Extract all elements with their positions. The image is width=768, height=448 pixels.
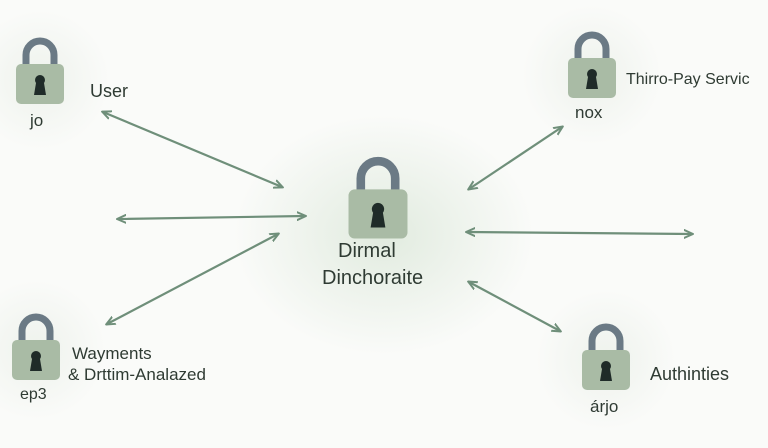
arrow-center-to-thirdparty: [469, 127, 562, 189]
padlock-icon: [580, 322, 632, 392]
node-sublabel-user: jo: [30, 111, 44, 130]
node-sublabel-payments: ep3: [20, 386, 47, 403]
center-node-subtitle: Dinchoraite: [322, 267, 424, 289]
padlock-icon: [14, 36, 66, 106]
arrow-center-to-right: [467, 232, 692, 234]
node-sublabel-thirdparty: nox: [575, 103, 603, 122]
node-label-authinties: Authinties: [650, 364, 730, 384]
arrow-center-to-authinties: [469, 282, 560, 331]
arrow-payments-to-center: [107, 234, 278, 324]
padlock-icon: [346, 155, 410, 241]
center-node-title: Dirmal: [338, 240, 396, 262]
arrow-user-to-center: [103, 112, 282, 187]
node-label-payments-line1: Wayments: [72, 344, 152, 363]
padlock-icon: [566, 30, 618, 100]
node-label-payments-line2: & Drttim-Analazed: [68, 365, 206, 384]
node-label-user: User: [90, 81, 129, 101]
padlock-icon: [10, 312, 62, 382]
node-sublabel-authinties: árjo: [590, 397, 619, 416]
arrow-left-to-center: [118, 216, 305, 219]
node-label-thirdparty: Thirro-Pay Servic: [626, 71, 750, 88]
